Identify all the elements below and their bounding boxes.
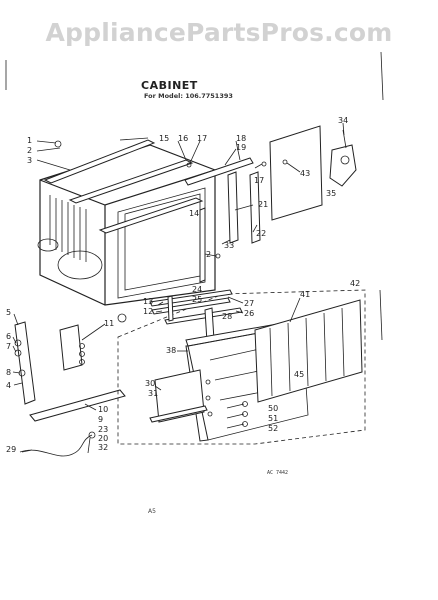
callout-4: 4: [6, 381, 11, 390]
cord-29: [19, 434, 93, 457]
callout-21: 21: [258, 200, 268, 209]
callout-19: 19: [236, 143, 246, 152]
callout-31: 31: [148, 389, 158, 398]
callout-10: 10: [98, 405, 108, 414]
callout-24: 24: [192, 285, 202, 294]
callout-14: 14: [189, 209, 199, 218]
channel-21: [227, 171, 239, 244]
louvre-panel-42: [254, 299, 363, 403]
panel-43: [269, 125, 323, 221]
filter-30: [149, 369, 208, 423]
callout-2: 2: [27, 146, 32, 155]
callout-35: 35: [326, 189, 336, 198]
callout-3: 3: [27, 156, 32, 165]
callout-34: 34: [338, 116, 348, 125]
callout-12: 12: [143, 307, 153, 316]
callout-17: 17: [197, 134, 207, 143]
rail-10: [29, 389, 126, 422]
callout-26: 26: [244, 309, 254, 318]
watermark: AppliancePartsPros.com: [45, 18, 393, 47]
model-number: For Model: 106.7751393: [144, 92, 233, 100]
callout-27: 27: [244, 299, 254, 308]
top-rails: [43, 139, 204, 234]
diagram-title: CABINET: [141, 79, 198, 92]
callout-42: 42: [350, 279, 360, 288]
callout-1: 1: [27, 136, 32, 145]
callout-50: 50: [268, 404, 278, 413]
callout-41: 41: [300, 290, 310, 299]
side-louvres: [49, 195, 87, 262]
callout-18: 18: [236, 134, 246, 143]
callout-8: 8: [6, 368, 11, 377]
callout-22: 22: [256, 229, 266, 238]
callout-20: 20: [98, 434, 108, 443]
channel-22: [249, 171, 261, 244]
callout-2b: 2: [206, 250, 211, 259]
callout-23: 23: [98, 425, 108, 434]
small-parts-24-28: [117, 289, 243, 343]
callout-30: 30: [145, 379, 155, 388]
callout-17b: 17: [254, 176, 264, 185]
callout-5: 5: [6, 308, 11, 317]
callout-29: 29: [6, 445, 16, 454]
callout-9: 9: [98, 415, 103, 424]
callout-6: 6: [6, 332, 11, 341]
side-bracket: [14, 321, 85, 405]
callout-7: 7: [6, 342, 11, 351]
callout-11: 11: [104, 319, 114, 328]
callout-43: 43: [300, 169, 310, 178]
callout-52: 52: [268, 424, 278, 433]
callout-51: 51: [268, 414, 278, 423]
strip-14: [199, 207, 206, 283]
callout-32: 32: [98, 443, 108, 452]
callout-33: 33: [224, 241, 234, 250]
callout-38: 38: [166, 346, 176, 355]
bracket-35: [329, 129, 357, 187]
callout-16: 16: [178, 134, 188, 143]
rail-18: [184, 157, 254, 186]
callout-45: 45: [294, 370, 304, 379]
callout-15: 15: [159, 134, 169, 143]
callout-25: 25: [192, 295, 202, 304]
callout-labels: 1 2 3 15 16 17 18 19 14 34 43 35 17 21 2…: [6, 116, 360, 454]
edge-mark-right-2: [379, 289, 383, 341]
leader-lines: [12, 122, 345, 454]
page-mark: A5: [148, 508, 156, 515]
callout-28: 28: [222, 312, 232, 321]
callout-13: 13: [143, 297, 153, 306]
figure-code: AC 7442: [267, 470, 289, 476]
edge-mark-right: [380, 51, 384, 101]
